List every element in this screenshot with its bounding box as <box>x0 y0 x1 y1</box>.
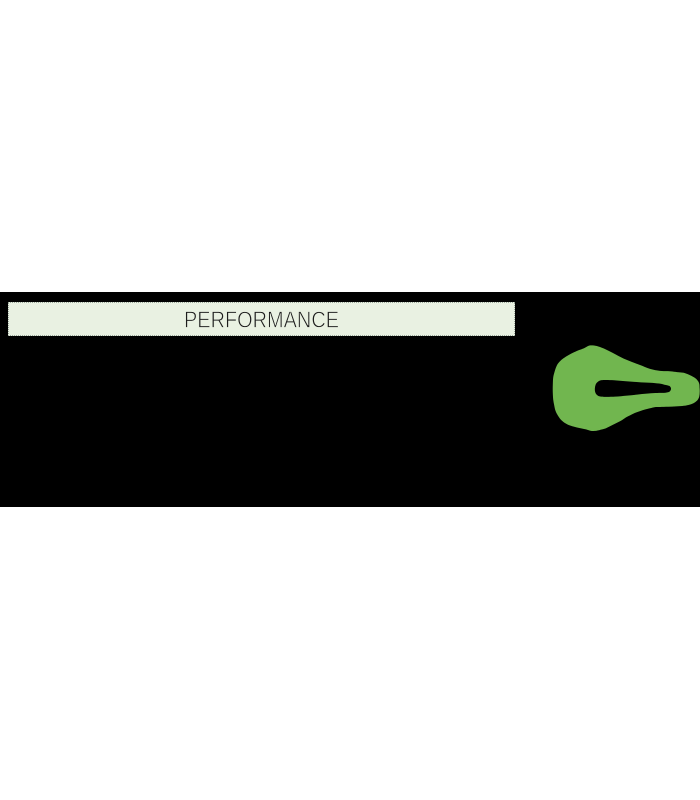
svg-text:PERFORMANCE: PERFORMANCE <box>184 307 339 333</box>
